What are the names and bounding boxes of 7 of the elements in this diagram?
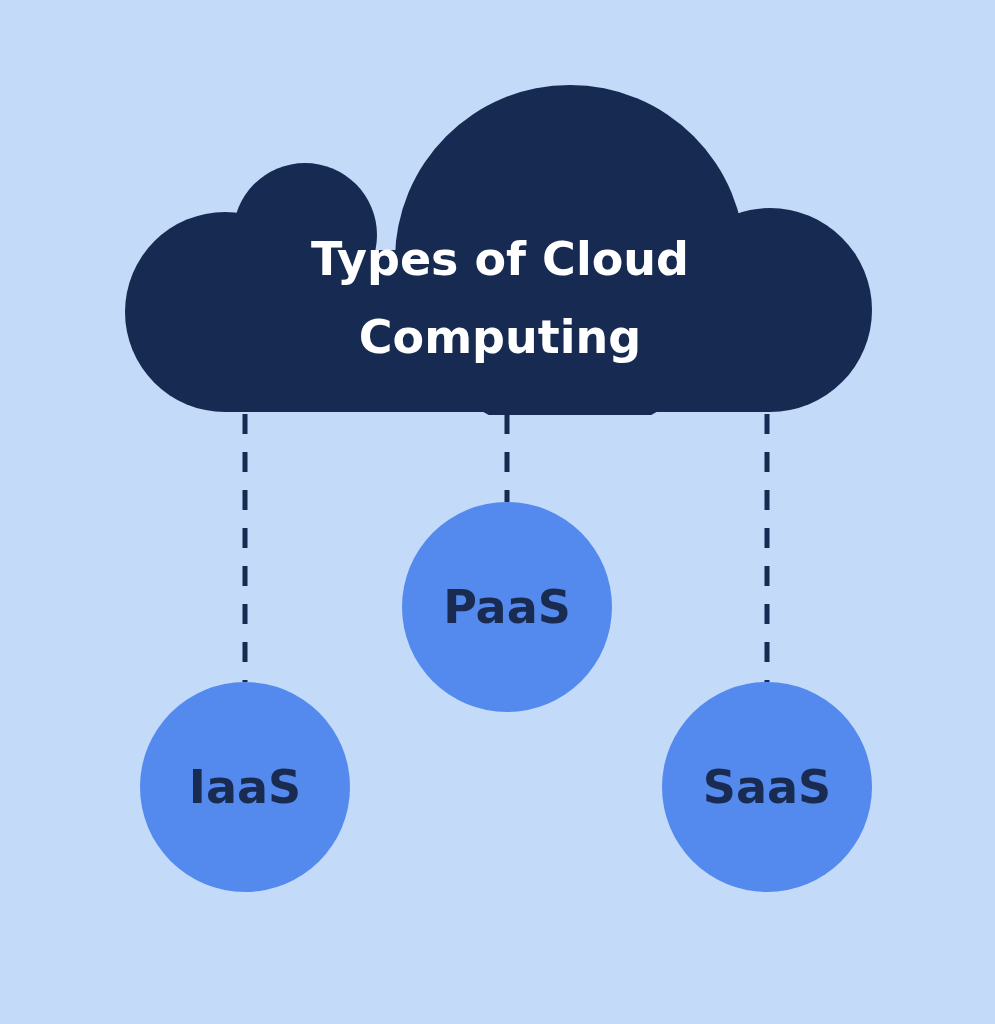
cloud-title: Types of Cloud Computing [310,231,690,366]
dashed-connector [764,414,770,682]
circle-label: IaaS [188,760,302,814]
circle-label: PaaS [443,580,571,634]
dashed-connector [242,414,248,682]
dashed-connector [504,414,510,502]
circle-label: SaaS [702,760,832,814]
